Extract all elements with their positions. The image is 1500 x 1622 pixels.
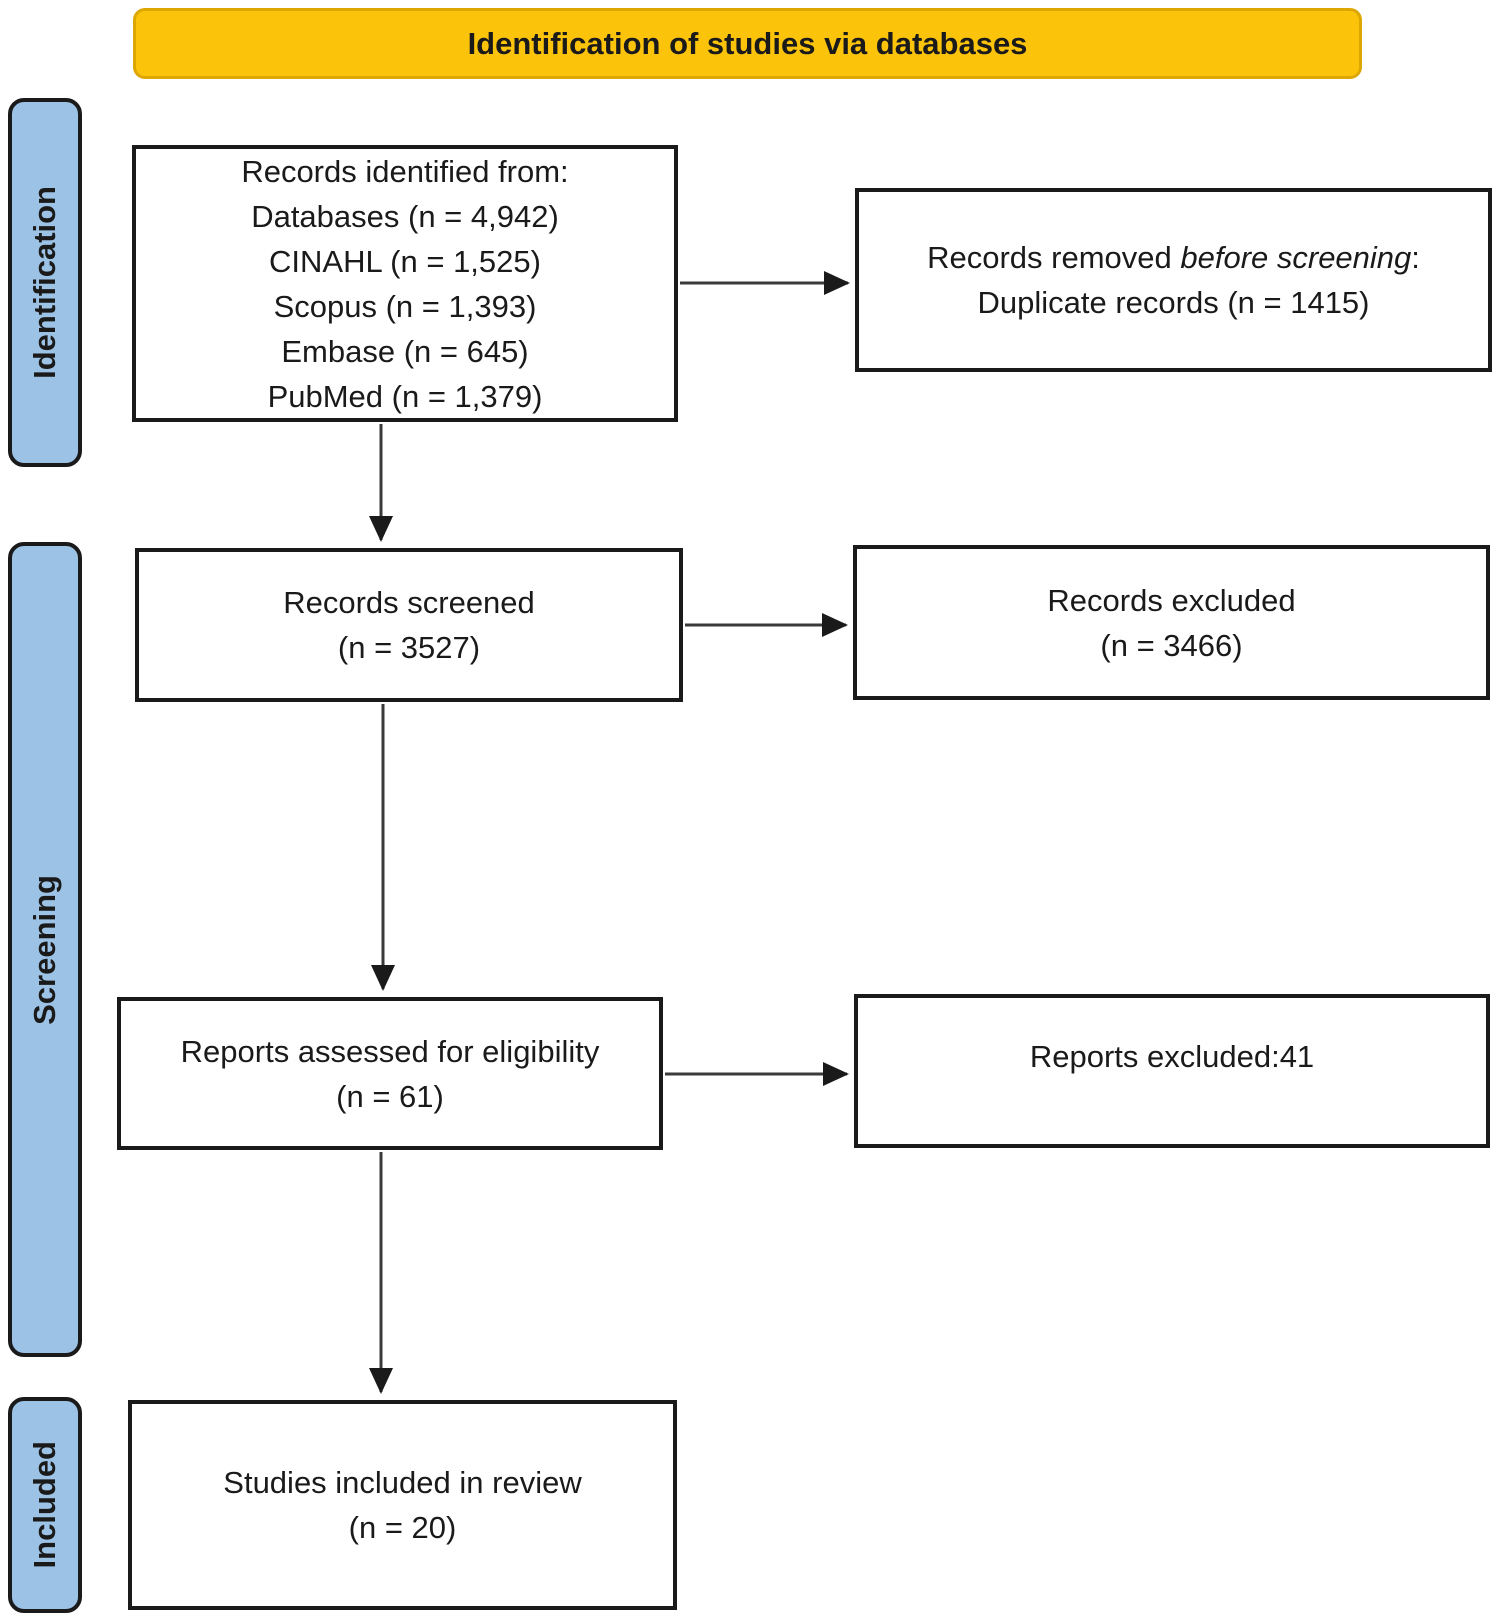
stage-bar-screening: Screening bbox=[8, 542, 82, 1357]
box-records-identified: Records identified from: Databases (n = … bbox=[132, 145, 678, 422]
box-text-segment: : bbox=[1411, 240, 1420, 275]
box-text-line: (n = 20) bbox=[348, 1510, 457, 1545]
diagram-title-banner: Identification of studies via databases bbox=[133, 8, 1362, 79]
box-text-segment-italic: before screening bbox=[1180, 240, 1412, 275]
box-text-line: Databases (n = 4,942) bbox=[251, 198, 559, 234]
box-records-screened: Records screened (n = 3527) bbox=[135, 548, 683, 702]
box-text-line: CINAHL (n = 1,525) bbox=[269, 243, 541, 279]
box-text-line: Studies included in review bbox=[223, 1465, 582, 1500]
box-reports-excluded: Reports excluded:41 bbox=[854, 994, 1490, 1148]
stage-bar-identification: Identification bbox=[8, 98, 82, 467]
box-text-line: (n = 3466) bbox=[1100, 627, 1243, 663]
box-text-line: Reports excluded:41 bbox=[1029, 1039, 1315, 1074]
box-text-line: Reports assessed for eligibility bbox=[180, 1033, 600, 1069]
box-text-line: Embase (n = 645) bbox=[281, 333, 529, 369]
box-reports-assessed: Reports assessed for eligibility (n = 61… bbox=[117, 997, 663, 1150]
stage-label-screening: Screening bbox=[27, 874, 62, 1025]
box-text-line: Records screened bbox=[283, 585, 535, 620]
box-text-line: Records excluded bbox=[1047, 582, 1296, 618]
box-records-removed: Records removed before screening: Duplic… bbox=[855, 188, 1492, 372]
diagram-title: Identification of studies via databases bbox=[467, 25, 1028, 61]
box-text-line: Records removed before screening: bbox=[927, 235, 1420, 280]
stage-label-identification: Identification bbox=[27, 186, 62, 379]
box-text-segment: Records removed bbox=[927, 240, 1181, 275]
box-records-excluded: Records excluded (n = 3466) bbox=[853, 545, 1490, 700]
box-text-line: (n = 3527) bbox=[337, 630, 481, 665]
box-text-line: (n = 61) bbox=[336, 1078, 444, 1114]
stage-label-included: Included bbox=[27, 1441, 62, 1569]
box-text-line: Scopus (n = 1,393) bbox=[273, 288, 537, 324]
stage-bar-included: Included bbox=[8, 1397, 82, 1613]
box-text-line: Duplicate records (n = 1415) bbox=[977, 285, 1370, 320]
box-studies-included: Studies included in review (n = 20) bbox=[128, 1400, 677, 1610]
box-text-line: PubMed (n = 1,379) bbox=[267, 378, 543, 414]
box-text-line: Records identified from: bbox=[241, 153, 569, 189]
